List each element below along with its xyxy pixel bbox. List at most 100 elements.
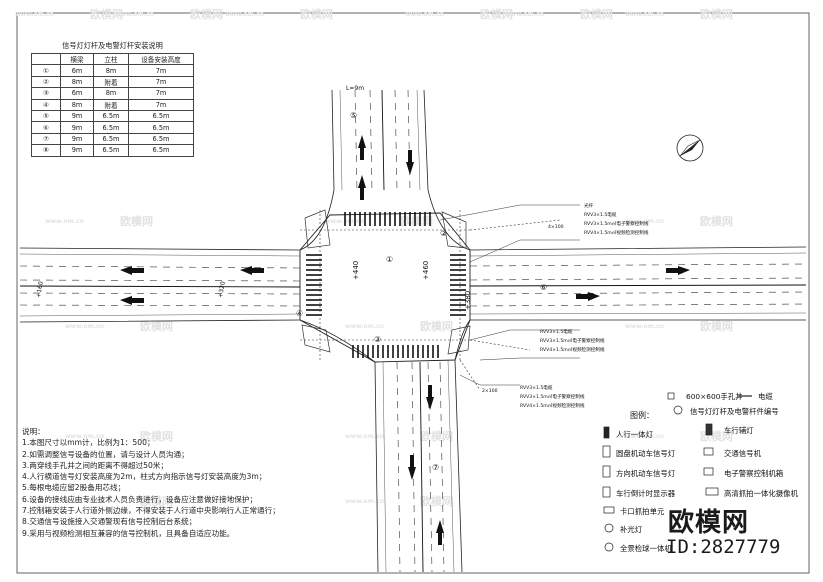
legend-label: 高清抓拍一体化摄像机 [724, 489, 798, 498]
elevation-label-1: +440 [352, 261, 360, 280]
pole-label-3: ③ [374, 335, 381, 344]
cable-layer [300, 210, 561, 391]
road-width-label: L=9m [346, 85, 364, 92]
watermark-url: www.om.cn [345, 323, 384, 330]
west-mark-1: +160 [35, 281, 45, 299]
watermark-url: www.om.cn [405, 11, 444, 18]
cable-label-10: RVV3×1.5电缆 [520, 384, 553, 391]
table-header [31, 52, 61, 66]
brand-logo-text: 欧模网 [668, 508, 750, 538]
pole-number-icon [673, 405, 683, 415]
legend-title: 图例： [630, 411, 654, 420]
table-cell: 6.5m [93, 144, 129, 157]
sheet-border [16, 12, 810, 574]
notes-heading: 说明： [22, 427, 45, 436]
panoramic-camera-icon [604, 542, 614, 552]
legend-label: 交通信号机 [724, 449, 761, 458]
watermark-url: www.om.cn [15, 11, 54, 18]
pole-label-2: ② [440, 229, 447, 238]
watermark-url: www.om.cn [625, 218, 664, 225]
watermark-url: www.om.cn [45, 218, 84, 225]
watermark-url: www.om.cn [65, 323, 104, 330]
table-cell: 6.5m [93, 121, 129, 134]
legend-label: 补光灯 [620, 525, 643, 534]
watermark-text: 欧模网 [190, 7, 223, 21]
table-cell: 8m [93, 87, 129, 100]
table-cell: 8m [60, 75, 94, 89]
cable-label-12: RVV4×1.5m㎡视频检测控制线 [520, 402, 585, 409]
table-cell: 6m [60, 87, 94, 100]
table-cell: 9m [60, 121, 94, 134]
table-cell: 8m [60, 98, 94, 111]
table-cell: 附着 [93, 75, 129, 89]
cable-label-8: RVV3×1.5m㎡电子警察控制线 [540, 337, 605, 344]
table-cell: 7m [128, 64, 194, 77]
pedestrian-signal-icon [603, 426, 610, 439]
table-cell: 7m [128, 75, 194, 89]
watermark-text: 欧模网 [700, 319, 733, 333]
legend-label: 电缆 [758, 392, 773, 401]
watermark-url: www.om.cn [65, 498, 104, 505]
cable-label-5: 4×100 [548, 224, 564, 230]
crosswalk-layer [306, 212, 466, 358]
pole-label-5: ⑤ [350, 111, 357, 120]
table-cell: 9m [60, 132, 94, 146]
table-cell: 6.5m [128, 132, 194, 146]
table-header-row: 横梁 立柱 设备安装高度 [31, 52, 194, 66]
center-line-layer [19, 89, 807, 573]
elevation-label-2: +460 [422, 261, 430, 280]
cable-label-7: RVV3×1.5电缆 [540, 328, 573, 335]
table-cell: 6.5m [93, 109, 129, 123]
table-cell: ⑥ [31, 121, 61, 134]
watermark-url: www.om.cn [345, 498, 384, 505]
watermark-text: 欧模网 [90, 7, 123, 21]
table-cell: 9m [60, 109, 94, 123]
watermark-text: 欧模网 [300, 7, 333, 21]
table-cell: ① [31, 64, 61, 77]
legend-label: 电子警察控制机箱 [724, 469, 784, 478]
note-line: 2.如需调整信号设备的位置，请与设计人员沟通； [22, 449, 189, 459]
cable-label-11: RVV3×1.5m㎡电子警察控制线 [520, 393, 585, 400]
table-cell: 6.5m [128, 144, 194, 157]
table-header: 立柱 [93, 52, 129, 66]
checkpoint-camera-icon [603, 506, 615, 514]
watermark-url: www.om.cn [505, 11, 544, 18]
pole-label-1: ① [386, 255, 393, 264]
legend-label: 卡口抓拍单元 [620, 507, 665, 516]
legend-label: 车行辅灯 [724, 426, 754, 435]
watermark-text: 欧模网 [420, 494, 453, 508]
watermark-url: www.om.cn [115, 11, 154, 18]
fill-light-icon [604, 523, 614, 533]
table-cell: 9m [60, 144, 94, 157]
watermark-text: 欧模网 [140, 319, 173, 333]
disc-signal-icon [602, 445, 611, 458]
table-cell: ④ [31, 98, 61, 111]
table-header: 横梁 [60, 52, 94, 66]
note-line: 6.设备的接线应由专业技术人员负责进行，设备应注意做好接地保护； [22, 494, 258, 504]
table-cell: ⑧ [31, 144, 61, 157]
cable-label-6: 2×100 [482, 388, 498, 394]
watermark-text: 欧模网 [580, 7, 613, 21]
table-cell: 6.5m [128, 121, 194, 134]
legend-label: 人行一体灯 [616, 430, 653, 439]
watermark-url: www.om.cn [65, 433, 104, 440]
note-line: 7.控制箱安装于人行道外侧边缘，不得安装于人行道中央影响行人正常通行； [22, 506, 280, 516]
cable-label-9: RVV4×1.5m㎡视频检测控制线 [540, 346, 605, 353]
note-line: 3.两穿线手孔井之间的距离不得超过50米； [22, 460, 168, 470]
note-line: 9.采用与视频检测相互兼容的信号控制机，且具备自适应功能。 [22, 528, 235, 538]
watermark-text: 欧模网 [480, 7, 513, 21]
table-cell: 8m [93, 64, 129, 77]
note-line: 8.交通信号设施接入交通警现有信号控制后台系统； [22, 517, 197, 527]
plan-labels: ① ② ③ ④ ⑤ ⑥ ⑦ +440 +460 +380 L=9m +160 +… [35, 85, 649, 472]
lane-arrow-layer [120, 135, 690, 545]
west-mark-2: +320 [217, 281, 227, 299]
signal-controller-icon [703, 447, 714, 456]
legend-label: 圆盘机动车信号灯 [616, 449, 676, 458]
brand-id: ID:2827779 [666, 536, 781, 558]
